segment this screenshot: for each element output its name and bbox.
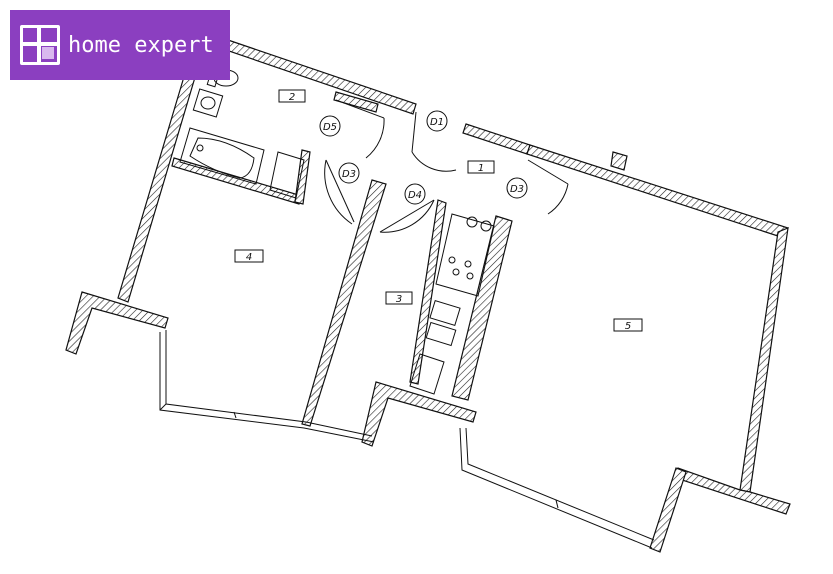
svg-text:4: 4: [246, 252, 252, 263]
room-label-3: 3: [385, 291, 413, 305]
svg-text:3: 3: [396, 294, 402, 305]
door-label-d3-right: D3: [506, 177, 528, 199]
stove-icon: [448, 256, 474, 280]
room-label-5: 5: [613, 318, 643, 332]
interior-walls: [171, 91, 513, 427]
house-window-icon: [20, 25, 60, 65]
svg-text:D3: D3: [342, 169, 356, 180]
fixtures: [179, 64, 495, 395]
brand-logo: home expert: [10, 10, 230, 80]
svg-text:D1: D1: [430, 117, 444, 128]
room-label-1: 1: [467, 160, 495, 174]
room-labels: 1 2 3 4 5: [234, 89, 643, 332]
door-label-d1: D1: [426, 110, 448, 132]
door-label-d3-left: D3: [338, 162, 360, 184]
exterior-walls: [65, 39, 791, 553]
kitchen-sink-icon: [425, 299, 461, 347]
door-label-d4: D4: [404, 183, 426, 205]
svg-text:D3: D3: [510, 184, 524, 195]
room-label-2: 2: [278, 89, 306, 103]
svg-text:2: 2: [289, 92, 295, 103]
door-swings: [324, 99, 569, 233]
room-label-4: 4: [234, 249, 264, 263]
brand-name: home expert: [68, 32, 214, 58]
svg-text:5: 5: [625, 321, 631, 332]
fridge-icon: [409, 353, 445, 395]
washer-icon: [269, 151, 305, 199]
bathtub-icon: [179, 127, 265, 185]
door-labels: D1 D3 D3 D4 D5: [319, 110, 528, 205]
window-lines: [159, 330, 655, 549]
svg-text:D4: D4: [408, 190, 422, 201]
svg-text:1: 1: [478, 163, 484, 174]
kitchen-counter: [435, 213, 495, 297]
extractor-icon: [466, 216, 492, 232]
door-label-d5: D5: [319, 115, 341, 137]
sink-icon: [192, 88, 224, 118]
svg-text:D5: D5: [323, 122, 337, 133]
